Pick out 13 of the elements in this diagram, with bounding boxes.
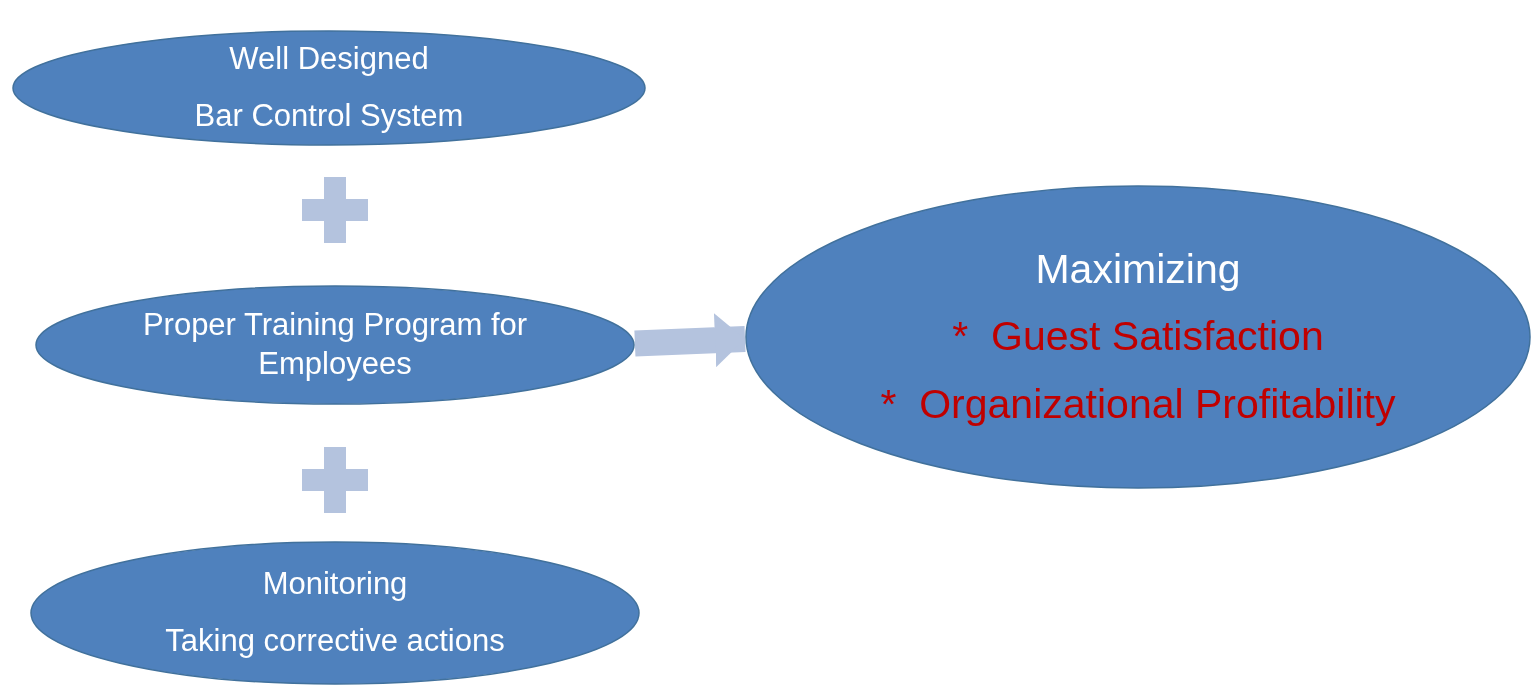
node-heading: Well Designed <box>229 40 429 79</box>
ellipse-node <box>30 541 640 685</box>
node-heading: Monitoring <box>262 565 408 604</box>
node-text: Taking corrective actions <box>165 622 505 660</box>
node-text: * Guest Satisfaction <box>952 312 1324 362</box>
ellipse-node <box>12 30 646 146</box>
block-arrow <box>634 313 746 368</box>
node-text: Bar Control System <box>194 97 464 135</box>
node-heading: Proper Training Program for Employees <box>141 306 529 383</box>
node-text: * Organizational Profitability <box>880 379 1396 429</box>
ellipse-node <box>745 185 1531 489</box>
ellipse-node <box>35 285 635 405</box>
node-heading: Maximizing <box>1035 245 1241 295</box>
